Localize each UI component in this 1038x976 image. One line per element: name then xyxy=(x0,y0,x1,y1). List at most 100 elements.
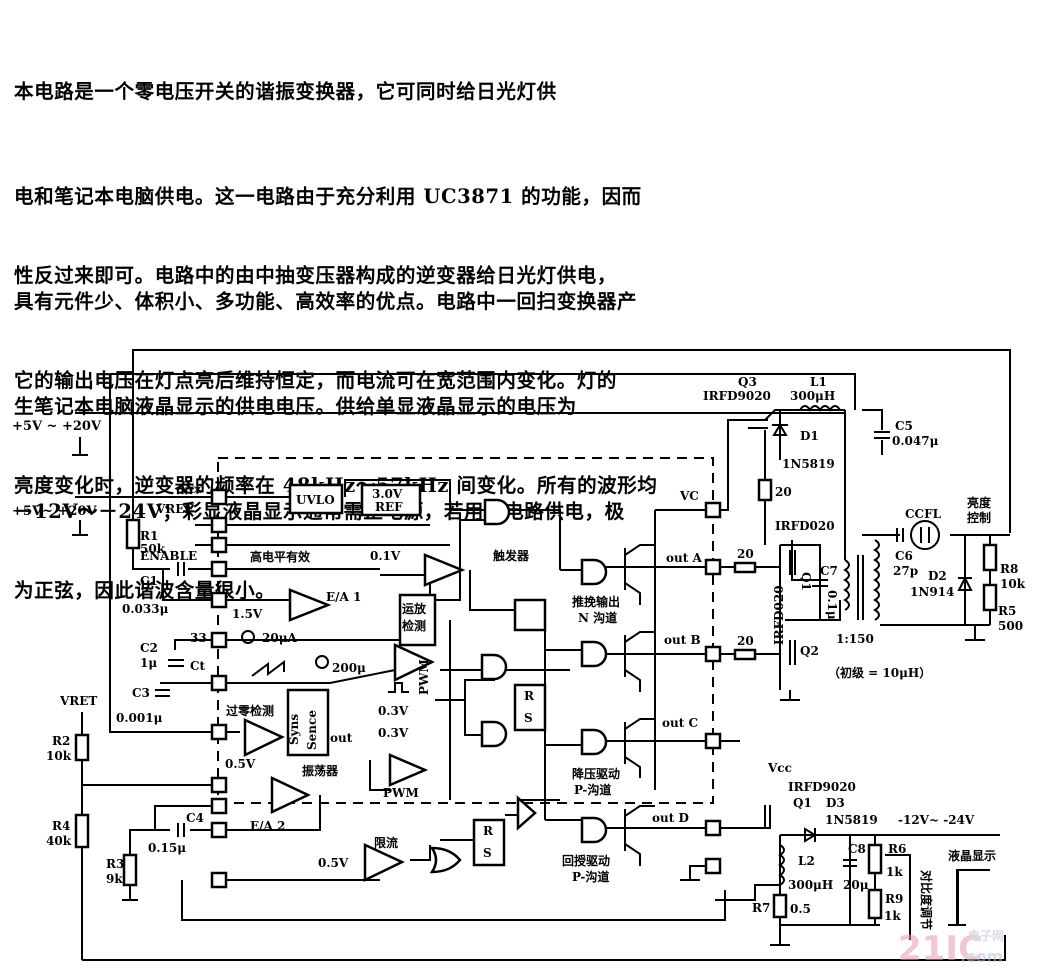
r6-value: 1k xyxy=(886,865,903,879)
r6-label: R6 xyxy=(888,842,906,856)
watermark-cn: 电子网 xyxy=(968,928,1004,943)
r7-value: 0.5 xyxy=(790,902,811,916)
resistor-20b-label: 20 xyxy=(737,634,754,648)
brightness-label-1: 亮度 xyxy=(967,495,992,510)
pin xyxy=(210,821,228,839)
c5-value: 0.047μ xyxy=(892,434,939,448)
c6-label: C6 xyxy=(895,549,913,563)
pin-out-a xyxy=(704,558,722,576)
d1-label: D1 xyxy=(800,429,819,443)
zero-detect-opamp xyxy=(243,718,285,757)
capacitor-c8 xyxy=(843,859,857,867)
nand-gate-b xyxy=(580,640,608,668)
capacitor-c2 xyxy=(168,659,184,667)
c7-value: 0.1μ xyxy=(825,590,839,620)
wire xyxy=(132,349,1011,548)
wire xyxy=(885,854,911,940)
wire xyxy=(764,409,845,421)
pin-out-b xyxy=(704,645,722,663)
pwm-opamp xyxy=(388,753,429,787)
ic-pins xyxy=(210,488,722,889)
c8-value: 20μ xyxy=(843,878,869,892)
transistor-pair-d xyxy=(605,805,655,866)
c3-label: C3 xyxy=(132,686,150,700)
ref-label-1: 3.0V xyxy=(372,487,403,501)
pin xyxy=(210,560,228,578)
description-paragraph: 性反过来即可。电路中的由中抽变压器构成的逆变器给日光灯供电， 它的输出电压在灯点… xyxy=(14,188,694,643)
capacitor-c6 xyxy=(896,528,904,542)
pwm-label: PWM xyxy=(383,786,419,800)
buck-label-2: P-沟道 xyxy=(574,782,611,797)
r5-label: R5 xyxy=(998,604,1016,618)
r9-value: 1k xyxy=(884,909,901,923)
pin-gnd xyxy=(704,857,722,875)
c4-value: 0.15μ xyxy=(148,841,186,855)
current-limit-label: 限流 xyxy=(374,835,398,850)
resistor-r7 xyxy=(772,893,788,919)
wire xyxy=(862,409,883,430)
resistor-r5 xyxy=(982,583,998,612)
ref-block xyxy=(360,483,422,517)
wire xyxy=(82,935,1006,961)
supply1-label: +5V ~ +20V xyxy=(12,419,102,434)
inverter xyxy=(516,795,537,831)
text-line: 电和笔记本电脑供电。这一电路由于充分利用 UC3871 的功能，因而 xyxy=(14,185,642,208)
q1-label: Q1 xyxy=(799,572,813,591)
wire xyxy=(435,699,495,736)
transistors xyxy=(155,405,1000,925)
capacitor-c7 xyxy=(812,579,828,587)
c8-label: C8 xyxy=(848,842,866,856)
c7-label: C7 xyxy=(820,564,838,578)
or-gate xyxy=(429,846,462,874)
labels: +5V ~ +20V +5V~ +20V Vcc VREF R1 50k ENA… xyxy=(12,375,1026,930)
vret-label: VRET xyxy=(59,694,97,708)
wire xyxy=(689,865,705,880)
supply2-label: +5V~ +20V xyxy=(12,504,97,519)
pin xyxy=(210,776,228,794)
r3-label: R3 xyxy=(106,857,124,871)
syns-sense-block xyxy=(286,688,330,757)
c2-value: 1μ xyxy=(140,656,157,670)
q3-label: Q3 xyxy=(738,375,757,389)
inductor-l2 xyxy=(778,844,785,886)
r9-label: R9 xyxy=(885,892,903,906)
c4-label: C4 xyxy=(186,811,204,825)
out-label: out xyxy=(330,731,353,745)
c1-value: 0.033μ xyxy=(122,602,169,616)
flyback-label-1: 回授驱动 xyxy=(562,853,610,868)
text-line: 具有元件少、体积小、多功能、高效率的优点。电路中一回扫变换器产 xyxy=(14,290,638,313)
wire xyxy=(410,845,431,861)
wire xyxy=(109,374,215,733)
diode-d3 xyxy=(804,827,817,843)
pin xyxy=(210,631,228,649)
pin-vref xyxy=(210,516,228,534)
pulse-icon xyxy=(388,682,409,693)
wire xyxy=(369,760,390,791)
high-active-label: 高电平有效 xyxy=(250,549,311,564)
r5-value: 500 xyxy=(998,619,1023,633)
wire xyxy=(720,419,755,511)
pin xyxy=(210,871,228,889)
l1-label: L1 xyxy=(810,375,827,389)
buck-label-1: 降压驱动 xyxy=(572,766,620,781)
resistor-20a xyxy=(733,561,757,574)
wire xyxy=(181,880,726,921)
c3-value: 0.001μ xyxy=(116,711,163,725)
syns-label: Syns xyxy=(287,714,301,745)
r7-label: R7 xyxy=(752,901,770,915)
text-line: 为正弦，因此谐波含量很小。 xyxy=(14,579,276,602)
watermark: 21IC 电子网 .com xyxy=(898,928,1004,969)
nand-gate-c xyxy=(580,728,608,756)
mosfet-q1 xyxy=(789,550,796,575)
vc-label: VC xyxy=(679,489,699,503)
inductor-l1 xyxy=(799,405,841,412)
capacitor-c1 xyxy=(177,562,185,576)
diode-d1 xyxy=(772,423,788,436)
r8-label: R8 xyxy=(1000,562,1018,576)
watermark-main: 21IC xyxy=(898,929,983,969)
pin-vcc xyxy=(210,488,228,506)
text-line: 本电路是一个零电压开关的谐振变换器，它可同时给日光灯供 xyxy=(14,80,557,103)
text-line: 性反过来即可。电路中的由中抽变压器构成的逆变器给日光灯供电， xyxy=(14,264,618,287)
r1-value: 50k xyxy=(140,542,166,556)
